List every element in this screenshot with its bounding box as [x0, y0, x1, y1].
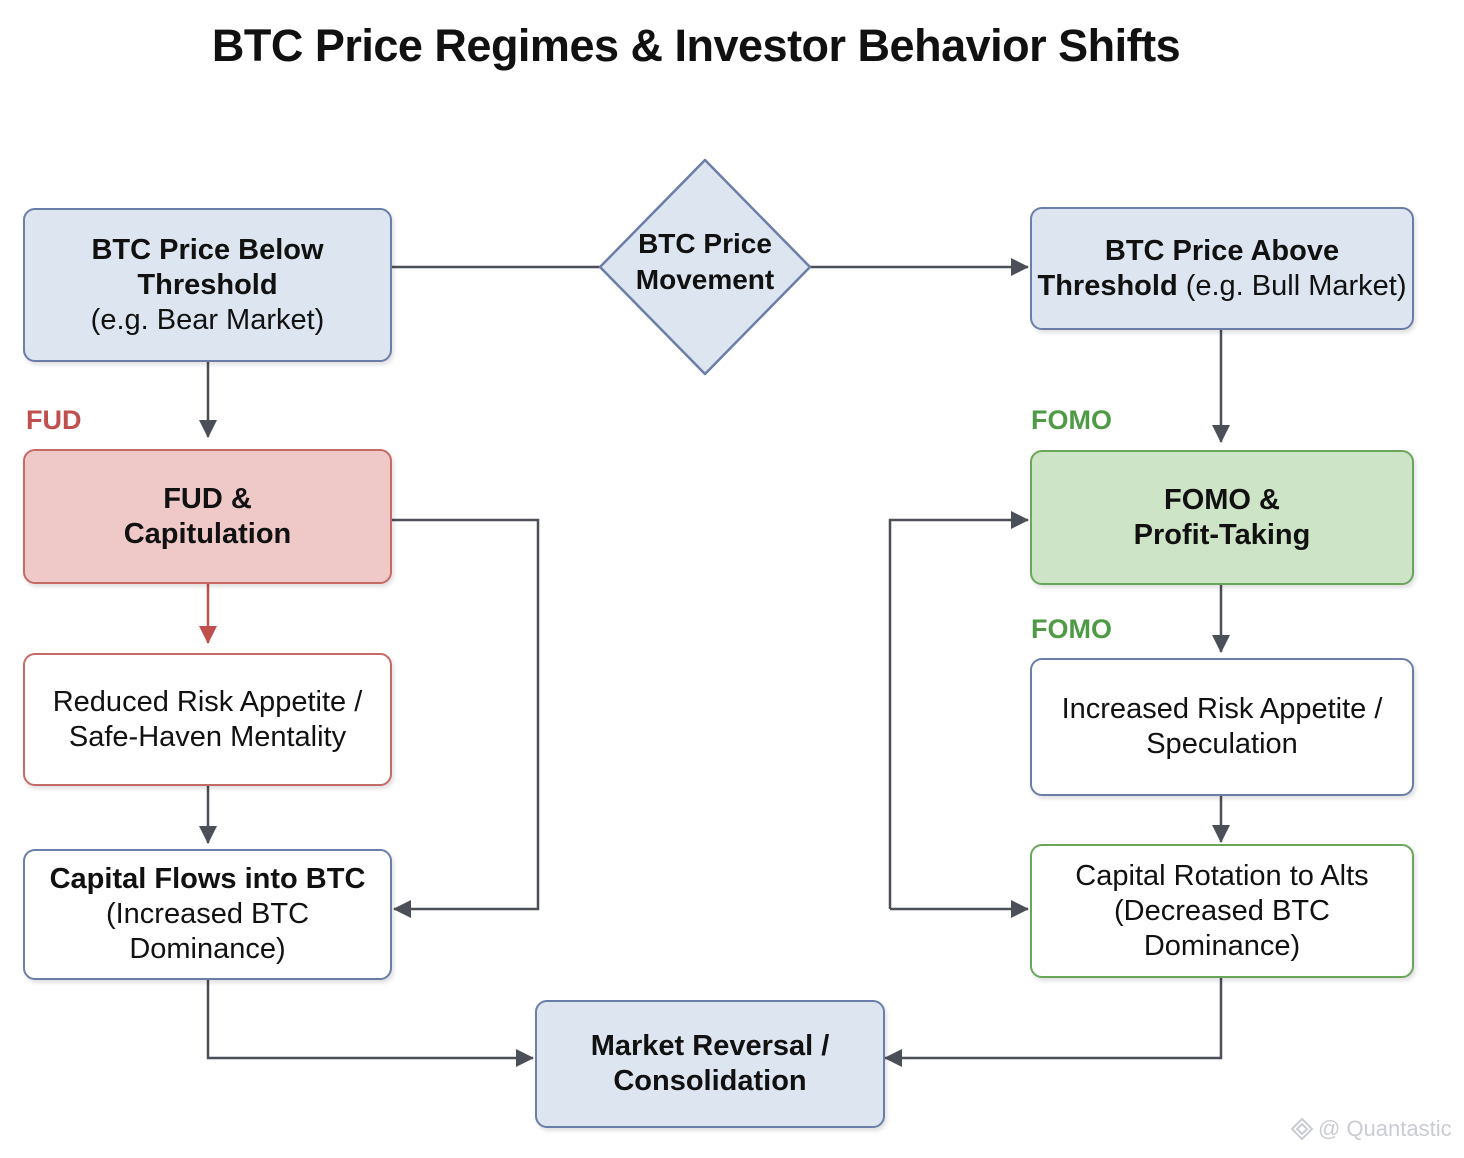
box-increased-risk-appetite: Increased Risk Appetite / Speculation: [1030, 658, 1414, 796]
fomo-tag-1: FOMO: [1031, 405, 1112, 435]
fud-tag: FUD: [26, 405, 82, 435]
rotation-line2: (Decreased BTC Dominance): [1114, 894, 1330, 962]
box-fud-capitulation: FUD & Capitulation: [23, 449, 392, 584]
arrow-fud-to-flows: [392, 518, 540, 918]
below-line3: (e.g. Bear Market): [90, 303, 325, 336]
reversal-line1: Market Reversal /: [590, 1030, 830, 1062]
increased-line2: Speculation: [1146, 728, 1298, 760]
arrow-flows-to-reversal: [206, 980, 534, 1067]
rotation-line1: Capital Rotation to Alts: [1075, 859, 1369, 892]
decision-diamond: [598, 158, 812, 376]
watermark: @ Quantastic: [1290, 1116, 1460, 1142]
below-line1: BTC Price Below: [91, 233, 324, 266]
above-line2-rest: (e.g. Bull Market): [1177, 269, 1407, 302]
above-line2: Threshold (e.g. Bull Market): [1037, 269, 1406, 304]
reversal-line2: Consolidation: [613, 1065, 807, 1097]
decision-line2: Movement: [635, 264, 775, 295]
fomo-line1: FOMO &: [1164, 483, 1280, 516]
box-price-above-threshold: BTC Price Above Threshold (e.g. Bull Mar…: [1030, 207, 1414, 330]
box-fomo-profit-taking: FOMO & Profit-Taking: [1030, 450, 1414, 585]
watermark-text: @ Quantastic: [1318, 1116, 1452, 1141]
reduced-line2: Safe-Haven Mentality: [68, 720, 347, 753]
box-price-below-threshold: BTC Price Below Threshold (e.g. Bear Mar…: [23, 208, 392, 362]
page-title: BTC Price Regimes & Investor Behavior Sh…: [211, 20, 1181, 71]
above-line2-bold: Threshold: [1037, 269, 1178, 302]
box-capital-rotation-to-alts: Capital Rotation to Alts (Decreased BTC …: [1030, 844, 1414, 978]
arrow-rotation-to-reversal: [884, 978, 1223, 1067]
increased-line1: Increased Risk Appetite /: [1061, 693, 1383, 725]
below-line2: Threshold: [137, 268, 278, 301]
reduced-line1: Reduced Risk Appetite /: [52, 685, 363, 718]
watermark-logo-icon: [1290, 1117, 1314, 1141]
box-reduced-risk-appetite: Reduced Risk Appetite / Safe-Haven Menta…: [23, 653, 392, 786]
flows-line1: Capital Flows into BTC: [49, 863, 366, 895]
box-capital-flows-into-btc: Capital Flows into BTC (Increased BTC Do…: [23, 849, 392, 980]
above-line1: BTC Price Above: [1104, 234, 1340, 267]
fomo-tag-2: FOMO: [1031, 614, 1112, 644]
decision-line1: BTC Price: [638, 228, 772, 259]
fud-line1: FUD &: [163, 482, 252, 515]
flows-line2: (Increased BTC Dominance): [105, 898, 310, 965]
fomo-line2: Profit-Taking: [1133, 518, 1311, 551]
box-market-reversal: Market Reversal / Consolidation: [535, 1000, 885, 1128]
arrow-loop-to-fomo: [888, 511, 1029, 909]
decision-label: BTC Price Movement: [600, 226, 810, 298]
fud-line2: Capitulation: [123, 517, 292, 550]
